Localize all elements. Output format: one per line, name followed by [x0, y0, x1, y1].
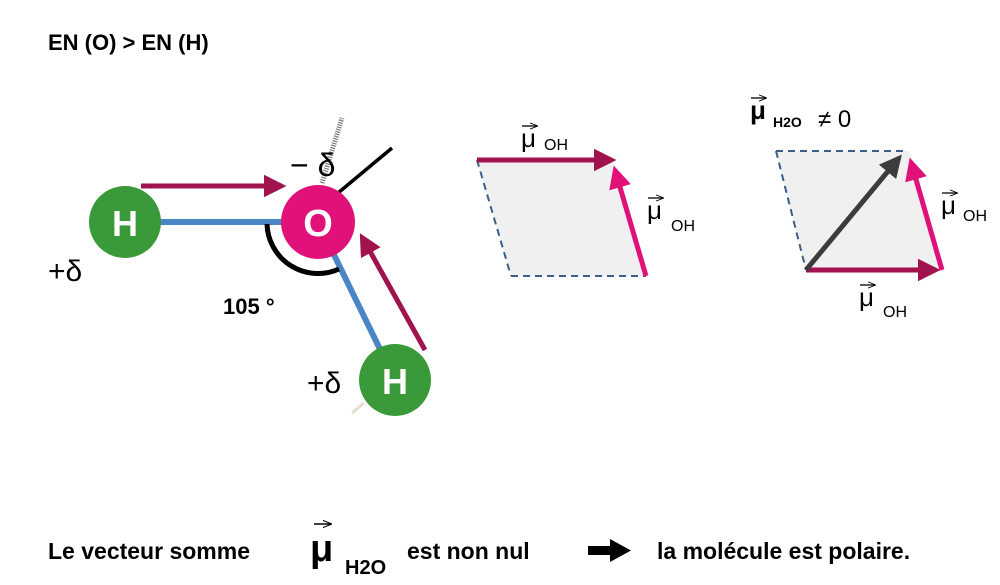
- mu-oh-label-right: μ OH: [941, 190, 987, 225]
- conclusion-text-end: la molécule est polaire.: [657, 538, 910, 564]
- mu-subscript: OH: [671, 218, 695, 235]
- lone-pair-line-hatched: [319, 117, 345, 184]
- mu-subscript: OH: [883, 304, 907, 321]
- hydrogen-atom-bottom: [359, 344, 431, 416]
- partial-charge-positive-left: +δ: [48, 255, 82, 288]
- mu-oh-label-bottom: μ OH: [859, 282, 907, 321]
- mu-h2o-label: μ H2O ≠ 0: [750, 95, 851, 133]
- parallelogram-fill: [477, 160, 646, 276]
- mu-oh-label-top: μ OH: [521, 123, 568, 154]
- lone-pair-line-faint: [351, 401, 365, 415]
- hydrogen-left-label: H: [112, 203, 138, 244]
- electronegativity-title: EN (O) > EN (H): [48, 30, 209, 55]
- water-molecule: O H H − δ +δ +δ 105 °: [48, 117, 431, 416]
- oxygen-atom: [281, 185, 355, 259]
- vector-parallelogram-components: μ OH μ OH: [476, 123, 695, 277]
- conclusion-text-start: Le vecteur somme: [48, 538, 250, 564]
- oxygen-label: O: [303, 203, 333, 245]
- mu-symbol: μ: [859, 282, 874, 312]
- parallelogram-fill: [776, 151, 942, 270]
- mu-symbol: μ: [647, 195, 662, 225]
- conclusion-mu-symbol: μ: [310, 528, 333, 570]
- mu-subscript: OH: [963, 208, 987, 225]
- partial-charge-negative: − δ: [290, 147, 335, 183]
- mu-subscript: OH: [544, 137, 568, 154]
- mu-symbol: μ: [750, 95, 766, 125]
- conclusion-mu-subscript: H2O: [345, 557, 386, 579]
- resultant-condition: ≠ 0: [818, 106, 851, 133]
- mu-oh-vector-oblique: [609, 165, 649, 277]
- hydrogen-bottom-label: H: [382, 361, 408, 402]
- bond-angle-arc: [264, 223, 341, 276]
- bond-angle-label: 105 °: [223, 294, 275, 319]
- conclusion-text-middle: est non nul: [407, 538, 530, 564]
- parallelogram-dashed-edge-left: [476, 159, 512, 277]
- mu-symbol: μ: [521, 123, 536, 153]
- mu-oh-label-right: μ OH: [647, 195, 695, 235]
- partial-charge-positive-bottom: +δ: [307, 367, 341, 400]
- vector-parallelogram-resultant: μ H2O ≠ 0 μ OH μ OH: [750, 95, 987, 321]
- mu-oh-vector-oblique: [905, 157, 945, 271]
- mu-symbol: μ: [941, 190, 956, 220]
- implies-arrow-icon: [588, 539, 631, 562]
- lone-pair-line-solid: [336, 146, 394, 195]
- dipole-arrow-bottom: [359, 233, 428, 352]
- conclusion-sentence: Le vecteur somme μ H2O est non nul la mo…: [48, 524, 910, 579]
- hydrogen-atom-left: [89, 186, 161, 258]
- mu-subscript: H2O: [773, 114, 802, 130]
- parallelogram-dashed-edge-left: [775, 150, 807, 271]
- mu-h2o-resultant-vector: [804, 154, 902, 272]
